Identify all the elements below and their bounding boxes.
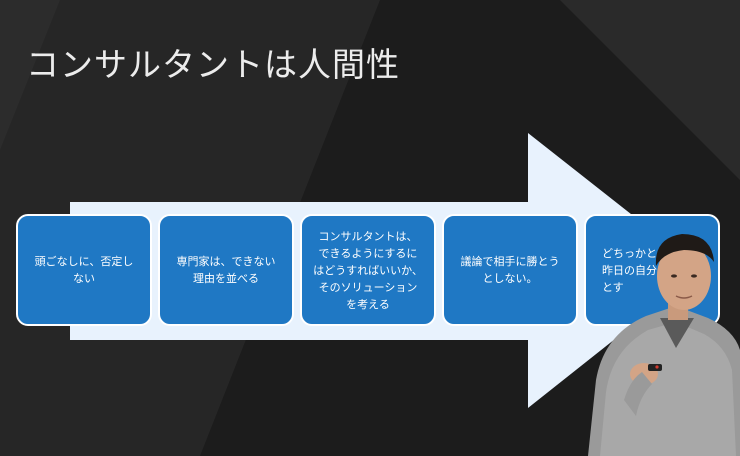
step-box-4: 議論で相手に勝とう としない。 [442,214,578,326]
step-box-1: 頭ごなしに、否定し ない [16,214,152,326]
presenter-figure [588,234,740,456]
step-box-2: 専門家は、できない 理由を並べる [158,214,294,326]
slide-title: コンサルタントは人間性 [26,45,400,84]
step-box-3: コンサルタントは、 できるようにするに はどうすればいいか、 そのソリューション… [300,214,436,326]
